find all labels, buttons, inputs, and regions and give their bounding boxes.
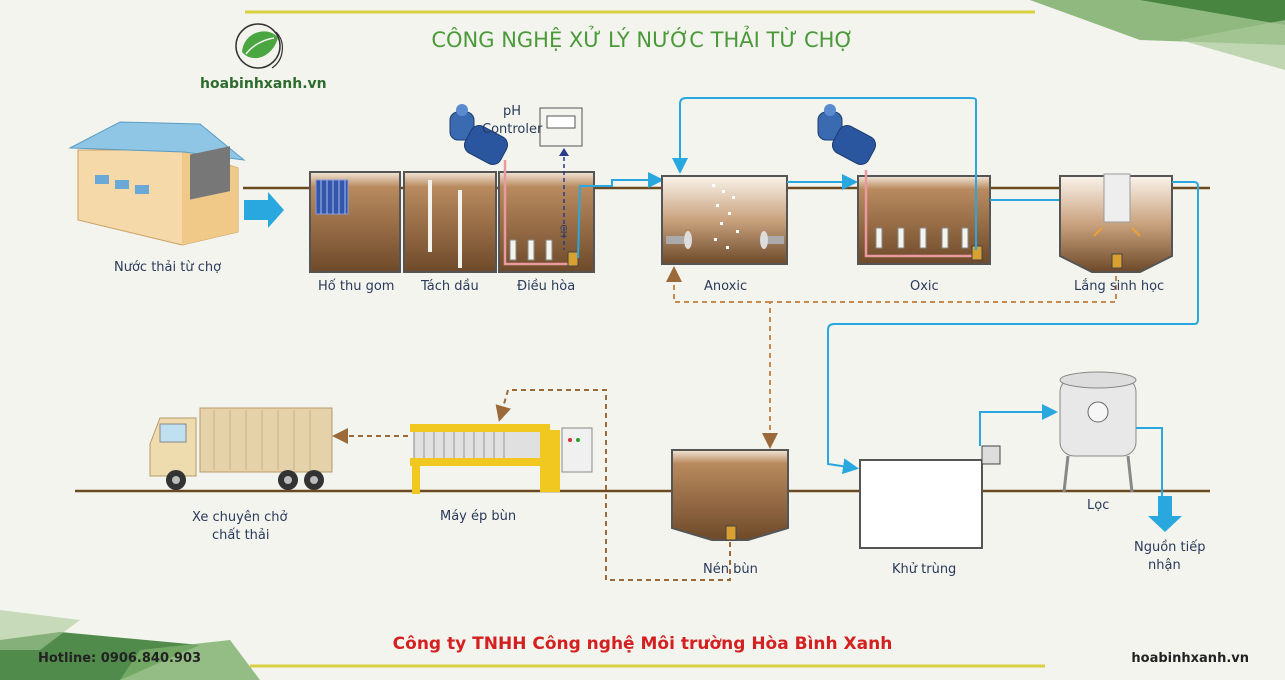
- label-anoxic: Anoxic: [704, 279, 748, 294]
- truck-icon: [149, 407, 333, 490]
- air-blower-icon-1: [449, 104, 509, 165]
- leaf-globe-icon: [235, 23, 283, 69]
- anoxic-tank: [661, 175, 788, 265]
- label-truck-1: Xe chuyên chở: [192, 510, 288, 525]
- pressure-filter: [1059, 371, 1137, 493]
- label-receiver-2: nhận: [1148, 558, 1181, 573]
- label-filter-press: Máy ép bùn: [440, 509, 517, 524]
- oxic-tank: [857, 175, 991, 265]
- settling-tank: [1059, 175, 1173, 273]
- market-building: [68, 121, 246, 246]
- label-filter: Lọc: [1087, 498, 1110, 513]
- air-blower-icon-2: [817, 104, 877, 165]
- discharge-arrow: [1148, 496, 1182, 532]
- diffusers-equalization: [509, 239, 553, 261]
- filter-press-machine: [410, 424, 593, 494]
- label-settling: Lắng sinh học: [1074, 279, 1165, 294]
- company-name: Công ty TNHH Công nghệ Môi trường Hòa Bì…: [392, 634, 893, 654]
- label-ph-probe: CH: [557, 224, 568, 238]
- label-controller: Controler: [482, 122, 543, 137]
- label-ph: pH: [503, 104, 522, 119]
- label-disinfection: Khử trùng: [892, 562, 957, 577]
- page-title: CÔNG NGHỆ XỬ LÝ NƯỚC THẢI TỪ CHỢ: [431, 28, 854, 52]
- label-source: Nước thải từ chợ: [114, 260, 222, 275]
- label-collection: Hố thu gom: [318, 279, 395, 294]
- floc-particles: [712, 184, 739, 249]
- oil-separator-tank: [403, 171, 497, 273]
- label-oil-separator: Tách dầu: [421, 279, 479, 294]
- inflow-arrow: [244, 192, 284, 228]
- hotline: Hotline: 0906.840.903: [38, 651, 202, 666]
- logo-text: hoabinhxanh.vn: [200, 76, 327, 92]
- label-equalization: Điều hòa: [517, 279, 576, 294]
- label-oxic: Oxic: [910, 279, 939, 294]
- label-receiver-1: Nguồn tiếp: [1134, 540, 1206, 555]
- ph-controller-box: [539, 107, 583, 250]
- pump-icon: [567, 251, 579, 267]
- mixer-icon-left: [666, 231, 692, 249]
- label-thickener: Nén bùn: [703, 562, 758, 577]
- mixer-icon-right: [760, 231, 784, 249]
- website-link[interactable]: hoabinhxanh.vn: [1131, 651, 1249, 666]
- disinfection-tank: [859, 459, 983, 549]
- dosing-pump-icon: [981, 445, 1001, 465]
- thickener-tank: [671, 449, 789, 541]
- diffusers-oxic: [875, 227, 969, 249]
- label-truck-2: chất thải: [212, 528, 270, 543]
